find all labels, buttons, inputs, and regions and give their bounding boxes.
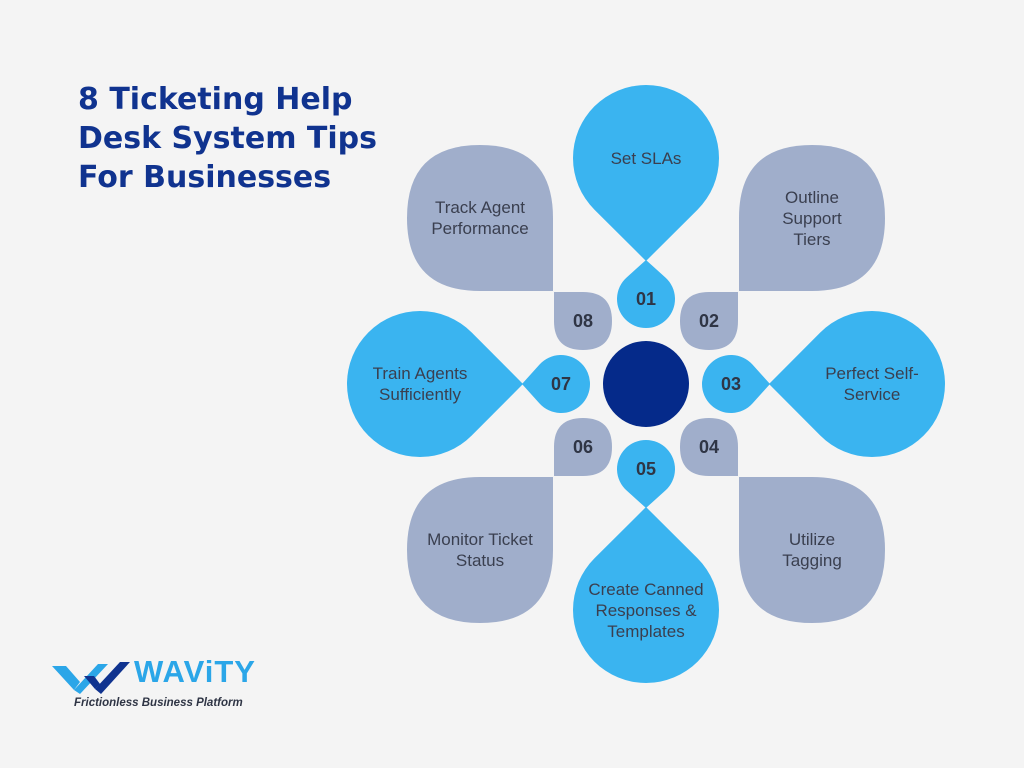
tip-text-line: Sufficiently: [379, 385, 461, 404]
tip-text-line: Set SLAs: [610, 148, 682, 168]
tip-text-line: Utilize: [788, 530, 836, 549]
tip-text-line: Performance: [431, 219, 529, 238]
number-shape-02: [680, 292, 738, 350]
tip-number-06: 06: [572, 436, 594, 457]
tip-number-05: 05: [635, 458, 657, 479]
tip-text-line: Train Agents: [372, 364, 468, 383]
tip-text-line: Tiers: [793, 229, 831, 249]
tip-number-07: 07: [550, 373, 572, 394]
page-title: 8 Ticketing Help Desk System Tips For Bu…: [78, 80, 398, 197]
petal-07: [347, 311, 523, 457]
wavity-logo: WAViTY Frictionless Business Platform: [50, 654, 280, 716]
number-shape-01: [616, 260, 675, 329]
tip-text-line: Templates: [607, 621, 685, 641]
tip-text-line: Monitor Ticket: [427, 530, 533, 549]
tip-text-line: Tagging: [782, 551, 842, 570]
petal-04: [739, 477, 885, 623]
title-line: 8 Ticketing Help: [78, 82, 353, 117]
tip-label-03: Perfect Self- Service: [797, 339, 947, 429]
tip-label-01: Set SLAs: [571, 113, 721, 203]
petal-01: [573, 85, 720, 262]
title-line: Desk System Tips: [78, 121, 377, 156]
tip-text-line: Perfect Self-: [825, 364, 919, 383]
tip-text-line: Service: [843, 385, 901, 404]
number-shape-06: [554, 418, 612, 476]
number-shape-03: [701, 355, 770, 413]
petal-08: [407, 145, 553, 291]
center-circle: [603, 341, 689, 427]
tip-text-line: Support: [782, 208, 842, 228]
tip-text-line: Track Agent: [434, 198, 526, 217]
tip-text: Set SLAs: [611, 148, 682, 169]
brand-name: WAViTY: [134, 654, 256, 689]
brand-tagline: Frictionless Business Platform: [74, 697, 243, 709]
petal-05: [573, 507, 719, 683]
tip-text-line: Status: [455, 551, 505, 570]
tip-text: Perfect Self- Service: [825, 363, 919, 405]
number-shape-08: [554, 292, 612, 350]
petal-06: [407, 477, 553, 623]
tip-number-04: 04: [698, 436, 720, 457]
double-check-icon: [52, 662, 130, 694]
tip-text-line: Responses &: [595, 600, 697, 620]
tip-number-03: 03: [720, 373, 742, 394]
number-shape-05: [617, 439, 675, 508]
number-shapes: [522, 260, 770, 508]
petal-02: [739, 145, 885, 291]
tip-number-02: 02: [698, 310, 720, 331]
tip-number-01: 01: [635, 288, 657, 309]
petal-shapes: [347, 85, 945, 683]
number-shape-04: [680, 418, 738, 476]
title-line: For Businesses: [78, 160, 332, 195]
petal-03: [769, 311, 945, 457]
tip-number-08: 08: [572, 310, 594, 331]
number-shape-07: [522, 355, 591, 413]
tip-text-line: Outline: [785, 187, 839, 207]
tip-text-line: Create Canned: [588, 579, 704, 599]
